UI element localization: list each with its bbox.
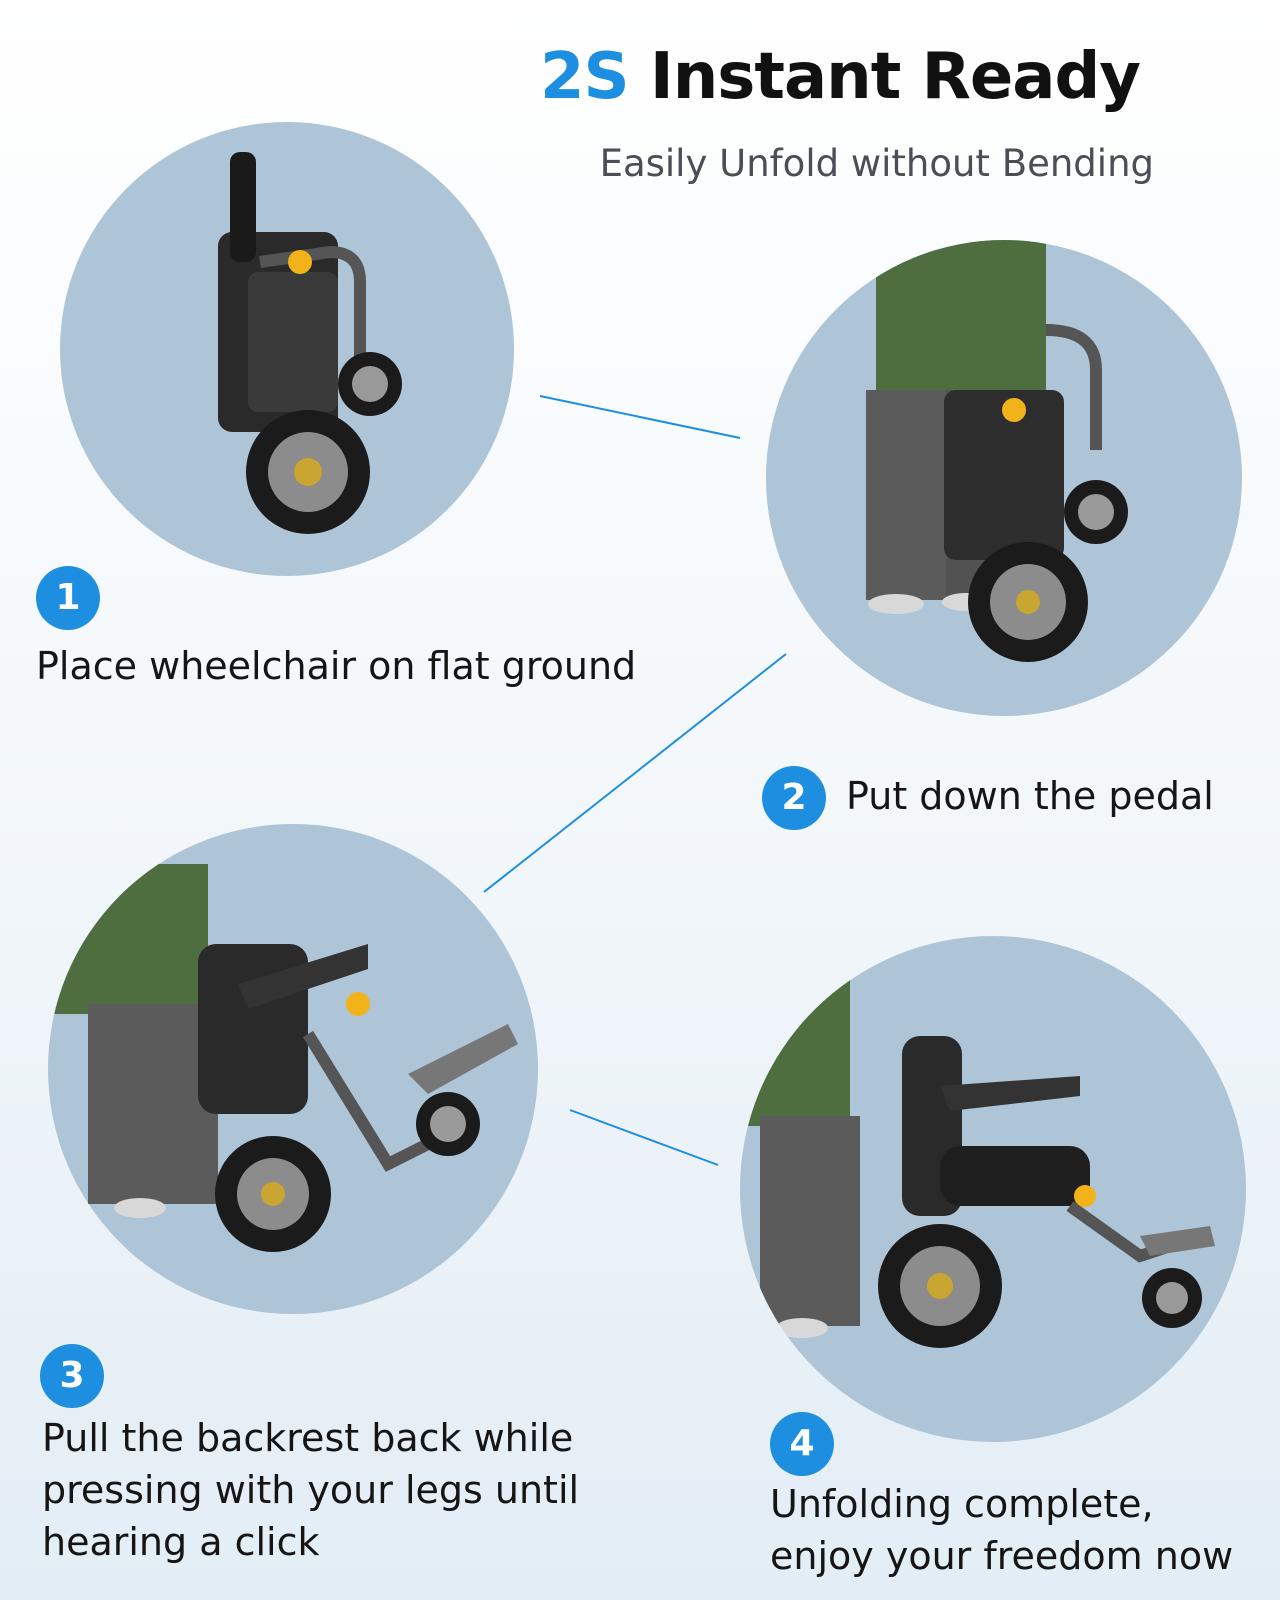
person-holding-folded-wheelchair-illustration — [866, 240, 1128, 662]
step-4-line-1: Unfolding complete, — [770, 1482, 1154, 1526]
title-text: Instant Ready — [649, 40, 1141, 114]
step-2-image — [766, 240, 1242, 716]
person-unfolding-wheelchair-illustration — [48, 864, 518, 1252]
step-4-text: Unfolding complete, enjoy your freedom n… — [770, 1478, 1233, 1582]
unfolded-wheelchair-illustration — [740, 976, 1215, 1348]
step-1-text: Place wheelchair on flat ground — [36, 640, 636, 692]
step-1-line-1: Place wheelchair on flat ground — [36, 644, 637, 688]
step-3-line-1: Pull the backrest back while — [42, 1416, 574, 1460]
step-2-badge: 2 — [762, 766, 826, 830]
connector-line-1-2 — [539, 395, 741, 439]
step-3-image — [48, 824, 538, 1314]
step-3-badge: 3 — [40, 1344, 104, 1408]
step-1-image — [60, 122, 514, 576]
step-4-image — [740, 936, 1246, 1442]
step-3-line-2: pressing with your legs until — [42, 1468, 580, 1512]
page-title: 2S Instant Ready — [540, 40, 1160, 114]
step-4-line-2: enjoy your freedom now — [770, 1534, 1234, 1578]
step-2-line-1: Put down the pedal — [846, 774, 1214, 818]
step-3-line-3: hearing a click — [42, 1520, 320, 1564]
step-1-badge: 1 — [36, 566, 100, 630]
step-4-badge: 4 — [770, 1412, 834, 1476]
page-subtitle: Easily Unfold without Bending — [599, 142, 1154, 185]
title-accent: 2S — [540, 40, 630, 114]
folded-wheelchair-illustration — [218, 152, 402, 534]
step-2-text: Put down the pedal — [846, 770, 1214, 822]
step-3-text: Pull the backrest back while pressing wi… — [42, 1412, 579, 1568]
connector-line-3-4 — [569, 1109, 719, 1166]
